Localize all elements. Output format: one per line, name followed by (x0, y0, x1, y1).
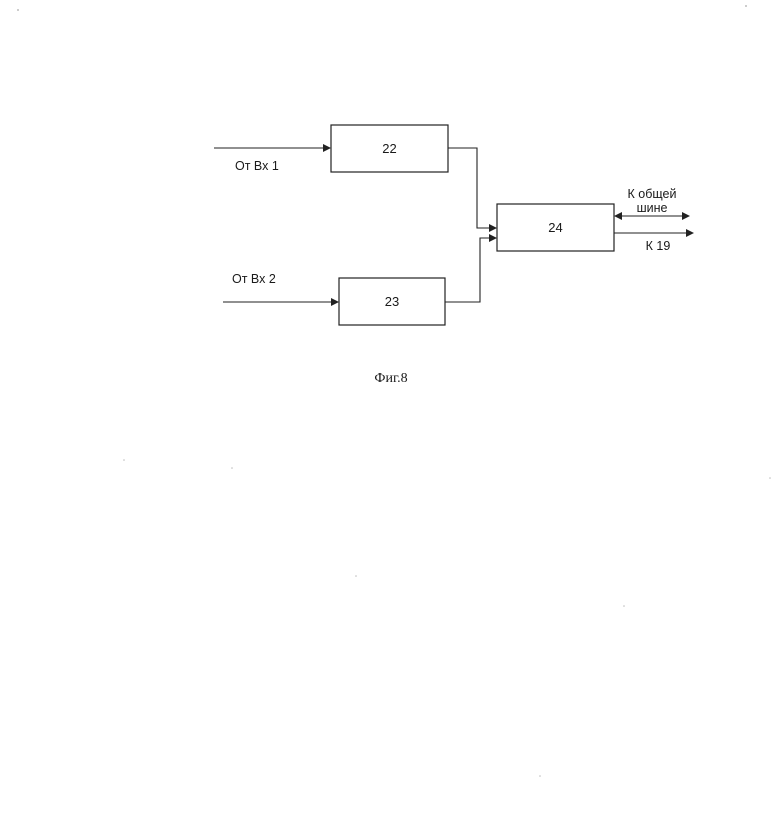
scan-speck (231, 467, 233, 469)
block-23-label: 23 (385, 294, 399, 309)
input2-label: От Вх 2 (232, 272, 276, 286)
scan-speck (539, 775, 541, 777)
output-label: К 19 (646, 239, 671, 253)
scan-speck (623, 605, 625, 607)
figure-caption: Фиг.8 (374, 371, 407, 386)
bus-label-line2: шине (637, 201, 668, 215)
block-22-label: 22 (382, 141, 396, 156)
block-24-label: 24 (548, 220, 562, 235)
connector-22-to-24 (448, 148, 496, 228)
bus-label-line1: К общей (628, 187, 677, 201)
scan-speck (769, 477, 771, 479)
connector-23-to-24 (445, 238, 496, 302)
input1-label: От Вх 1 (235, 159, 279, 173)
scan-speck (17, 9, 19, 11)
scan-speck (123, 459, 125, 461)
scan-speck (745, 5, 747, 7)
scan-speck (355, 575, 357, 577)
